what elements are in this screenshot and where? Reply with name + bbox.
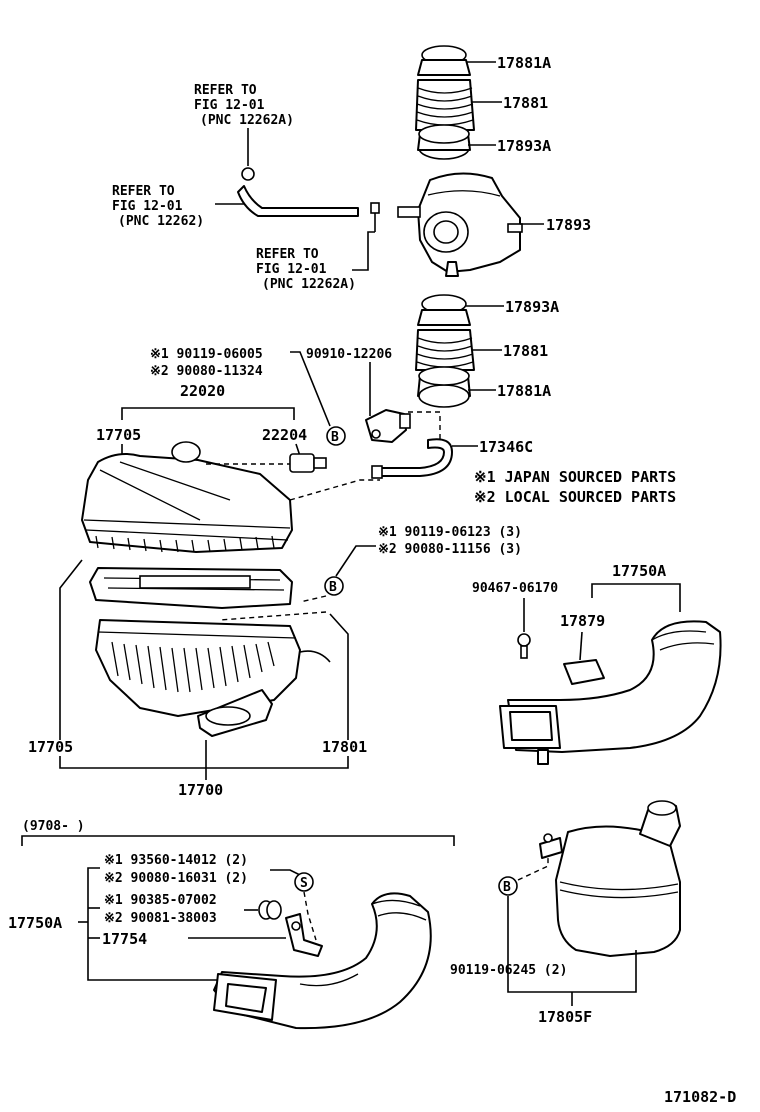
hose-17346c — [379, 438, 453, 477]
label-90467-06170: 90467-06170 — [472, 581, 558, 596]
label-90119-06245: 90119-06245 (2) — [450, 963, 567, 978]
filter-element — [89, 567, 293, 609]
ref1-90119-06005: ※1 90119-06005 — [150, 347, 263, 362]
callout-s-text: S — [300, 876, 308, 891]
label-17881a-mid: 17881A — [497, 382, 551, 400]
label-17754: 17754 — [102, 930, 147, 948]
ref1-93560-14012: ※1 93560-14012 (2) — [104, 853, 248, 868]
ref1-90119-06123: ※1 90119-06123 (3) — [378, 525, 522, 540]
resonator-17893 — [397, 172, 523, 277]
refer2-line3: (PNC 12262) — [118, 214, 204, 229]
air-cleaner-cap — [81, 441, 293, 553]
ref2-90080-11156: ※2 90080-11156 (3) — [378, 542, 522, 557]
air-flow-meter — [365, 409, 411, 443]
label-17893a-top: 17893A — [497, 137, 551, 155]
air-hose-lower — [415, 294, 475, 408]
label-17893: 17893 — [546, 216, 591, 234]
figure-id: 171082-D — [664, 1088, 736, 1106]
refer1-line2: FIG 12-01 — [194, 98, 265, 113]
vacuum-hose — [237, 185, 359, 217]
air-hose-upper — [415, 45, 475, 160]
grommet-90385 — [258, 900, 282, 920]
sensor-22204 — [289, 453, 327, 473]
label-17705-bottom: 17705 — [28, 738, 73, 756]
refer2-line1: REFER TO — [112, 184, 175, 199]
refer2-line2: FIG 12-01 — [112, 199, 183, 214]
callout-b-3-text: B — [503, 880, 511, 895]
label-22020: 22020 — [180, 382, 225, 400]
label-17750a-right: 17750A — [612, 562, 666, 580]
ref2-90080-16031: ※2 90080-16031 (2) — [104, 871, 248, 886]
callout-b-2 — [324, 576, 344, 596]
label-22204: 22204 — [262, 426, 307, 444]
callout-b-3 — [498, 876, 518, 896]
date-range: (9708- ) — [22, 819, 85, 834]
label-17881-top: 17881 — [503, 94, 548, 112]
ref2-90080-11324: ※2 90080-11324 — [150, 364, 263, 379]
refer3-line1: REFER TO — [256, 247, 319, 262]
callout-b-1-text: B — [331, 430, 339, 445]
leader-lines-top — [466, 61, 502, 146]
note-local-sourced: ※2 LOCAL SOURCED PARTS — [474, 488, 676, 506]
label-17879: 17879 — [560, 612, 605, 630]
label-17893a-mid: 17893A — [505, 298, 559, 316]
inlet-duct-left — [213, 892, 432, 1030]
refer3-line2: FIG 12-01 — [256, 262, 327, 277]
refer3-line3: (PNC 12262A) — [262, 277, 356, 292]
hose-fitting — [370, 202, 380, 214]
label-90910-12206: 90910-12206 — [306, 347, 392, 362]
note-japan-sourced: ※1 JAPAN SOURCED PARTS — [474, 468, 676, 486]
air-cleaner-case — [95, 619, 331, 737]
refer1-line1: REFER TO — [194, 83, 257, 98]
refer1-line3: (PNC 12262A) — [200, 113, 294, 128]
label-17705-top: 17705 — [96, 426, 141, 444]
label-17750a-left: 17750A — [8, 914, 62, 932]
callout-b-1 — [326, 426, 346, 446]
label-17881-mid: 17881 — [503, 342, 548, 360]
label-17801: 17801 — [322, 738, 367, 756]
clip-90467 — [517, 633, 531, 659]
duct-seal-17879 — [563, 659, 605, 685]
label-17881a-top: 17881A — [497, 54, 551, 72]
resonator-17805f — [539, 800, 681, 957]
ref2-90081-38003: ※2 90081-38003 — [104, 911, 217, 926]
callout-b-2-text: B — [329, 580, 337, 595]
callout-s — [294, 872, 314, 892]
ref1-90385-07002: ※1 90385-07002 — [104, 893, 217, 908]
clamp-icon — [241, 167, 255, 181]
inlet-duct-right — [499, 620, 722, 765]
label-17346c: 17346C — [479, 438, 533, 456]
bracket-17754 — [285, 913, 323, 957]
label-17805f: 17805F — [538, 1008, 592, 1026]
label-17700: 17700 — [178, 781, 223, 799]
